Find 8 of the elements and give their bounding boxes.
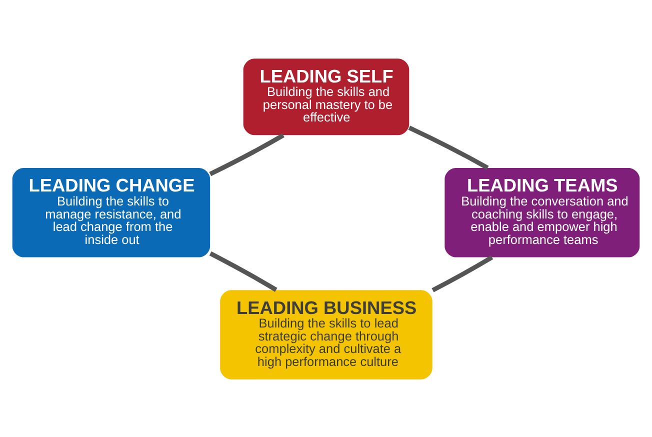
node-box: LEADING CHANGE Building the skills to manage resistance, and lead change from the inside out [12, 167, 210, 257]
connector [432, 254, 494, 292]
node-box: LEADING BUSINESS Building the skills to lead strategic change through complexity and cultivate a high performance culture [220, 290, 432, 379]
connector [408, 125, 489, 170]
connector [209, 250, 278, 292]
node-box: LEADING TEAMS Building the conversation and coaching skills to engage, enable and empower high performance teams [444, 167, 640, 257]
connector [209, 132, 284, 176]
node-box: LEADING SELF Building the skills and personal mastery to be effective [243, 58, 410, 135]
